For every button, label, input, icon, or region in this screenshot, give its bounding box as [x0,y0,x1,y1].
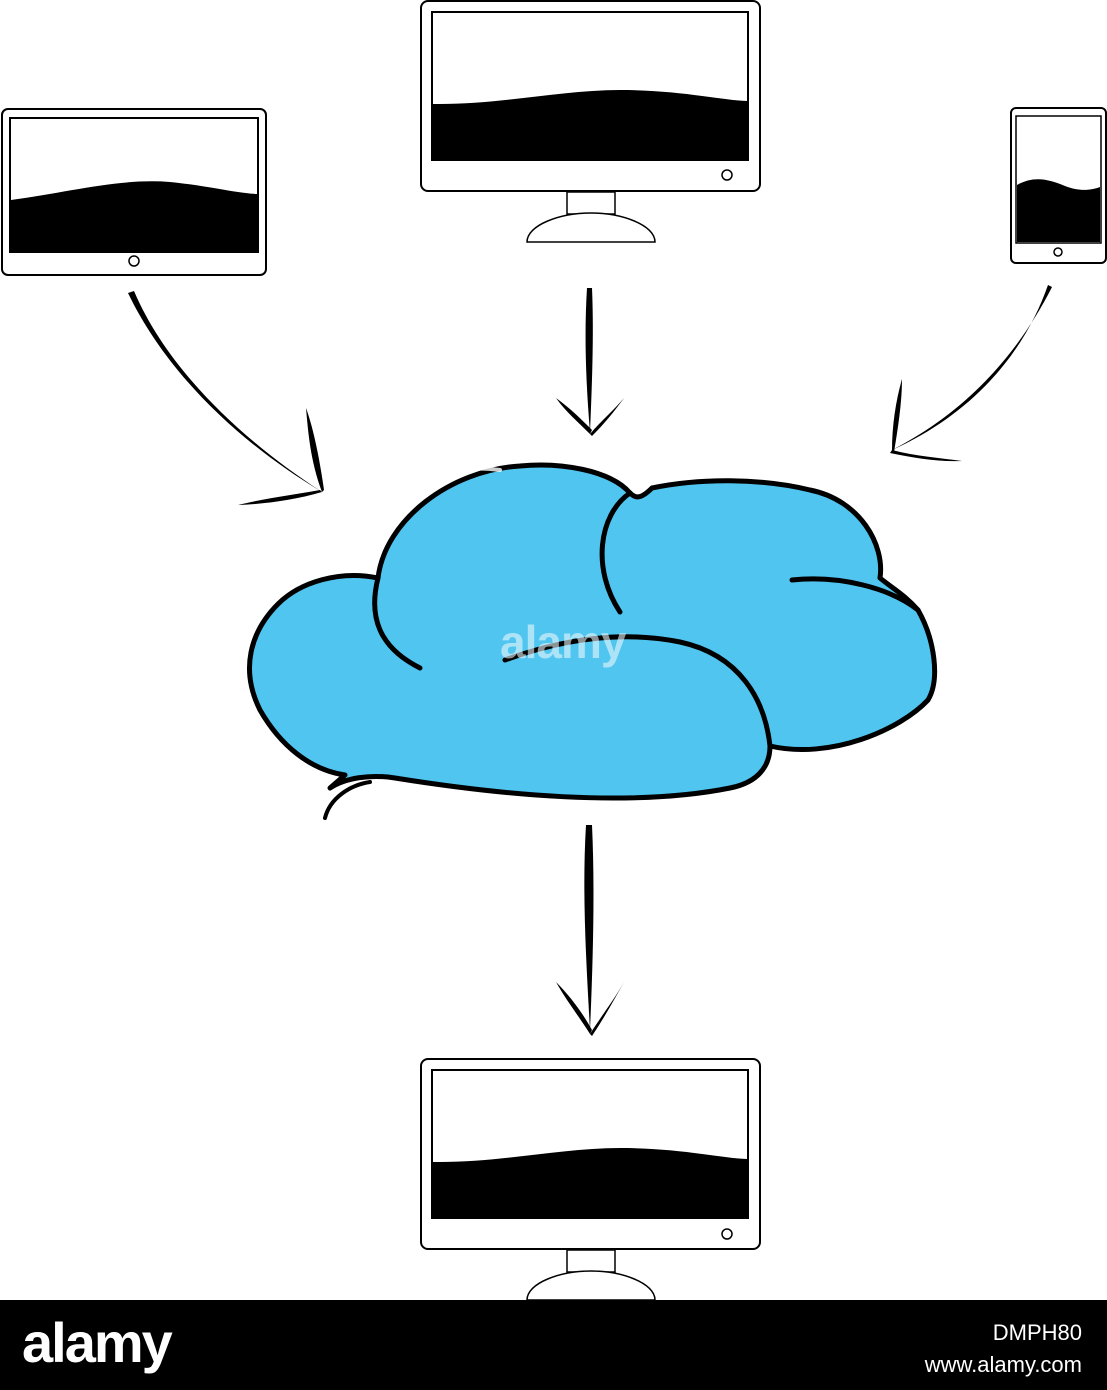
footer-bar: alamy DMPH80 www.alamy.com [0,1300,1107,1390]
arrow-tablet-to-cloud [128,291,324,505]
site-url: www.alamy.com [924,1352,1082,1377]
monitor-icon [420,0,761,243]
monitor-icon [420,1058,761,1301]
footer-logo: alamy [22,1311,173,1374]
arrow-phone-to-cloud [890,285,1052,462]
phone-icon [1010,107,1107,264]
watermark: alamy [500,616,626,668]
arrow-monitor-to-cloud [556,288,624,436]
cloud-icon [247,462,938,820]
image-id: DMPH80 [992,1320,1082,1345]
tablet-icon [1,108,267,276]
arrow-cloud-to-monitor [556,825,624,1036]
